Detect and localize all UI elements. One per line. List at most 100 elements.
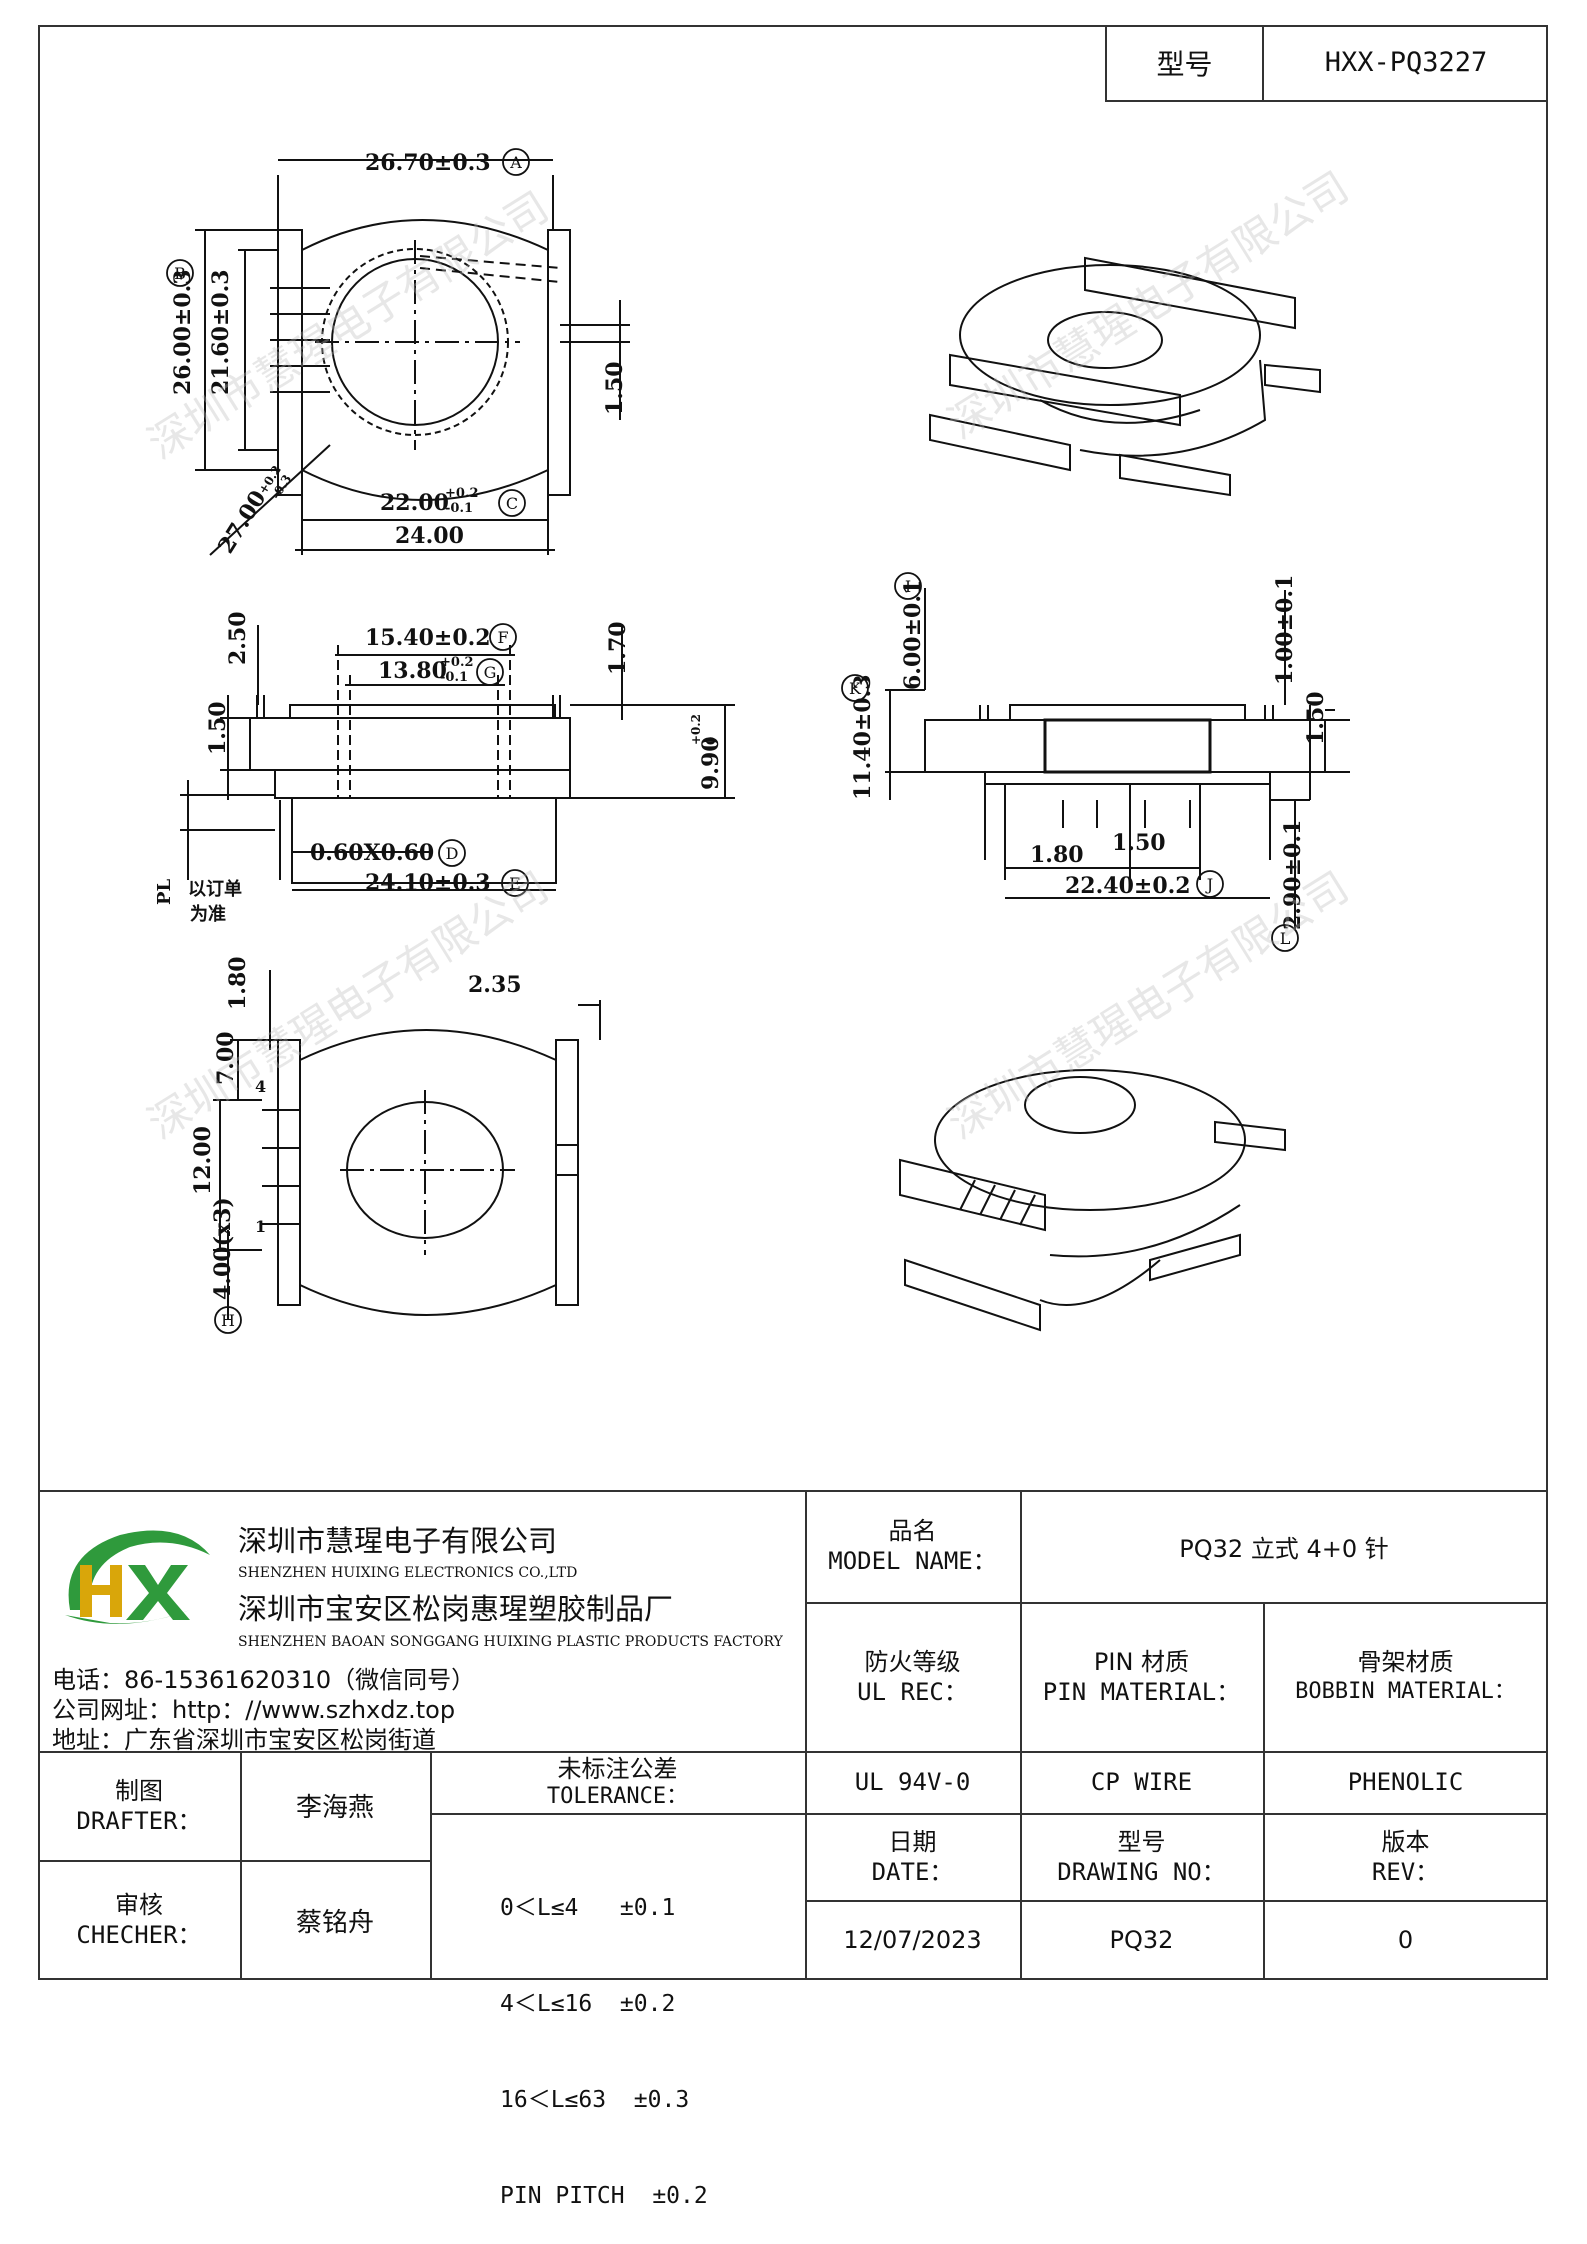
dim-h-tol-dn: 0 [704,737,718,745]
company-phone: 电话：86-15361620310（微信同号） [52,1666,476,1694]
date-label-cell: 日期 DATE： [805,1813,1020,1900]
dim-180-v: 1.80 [225,956,251,1010]
checker-en: CHECHER： [76,1921,202,1949]
drafter-name-cell: 李海燕 [240,1751,430,1860]
drawing-no-label-cell: 型号 DRAWING NO： [1020,1813,1263,1900]
front-view [213,970,601,1320]
dim-e: 24.10±0.3 [365,870,491,896]
dim-dia-base: 27.00 [213,486,272,558]
company-website: 公司网址：http：//www.szhxdz.top [52,1696,456,1724]
mark-h: H [221,1311,235,1330]
title-block-col-3 [1263,1602,1265,1980]
dim-pl: PL [154,878,175,905]
mark-j: J [1205,875,1213,894]
ul-en: UL REC： [857,1677,968,1706]
mark-c: C [506,494,518,513]
dim-f: 15.40±0.2 [365,625,491,651]
title-block-col-left-1 [240,1751,242,1980]
rev-value-cell: 0 [1263,1900,1548,1980]
model-name-cn: 品名 [888,1517,937,1545]
isometric-view-bottom [899,1069,1286,1332]
dim-g-tol-dn: -0.1 [440,670,468,685]
title-block-row-tol [430,1813,805,1815]
mark-d: D [446,844,459,863]
company-address: 地址：广东省深圳市宝安区松岗街道 [52,1726,436,1754]
mark-a: A [509,153,522,172]
bobbin-value: PHENOLIC [1347,1768,1464,1796]
rev-value: 0 [1397,1926,1414,1954]
date-value-cell: 12/07/2023 [805,1900,1020,1980]
drafter-en: DRAFTER： [76,1806,202,1835]
pin-label-cell: PIN 材质 PIN MATERIAL： [1020,1602,1263,1751]
dim-235: 2.35 [468,972,522,998]
isometric-view-top [929,256,1321,497]
type-label: 型号 [1156,47,1213,81]
date-cn: 日期 [888,1827,937,1856]
ul-value-cell: UL 94V-0 [805,1751,1020,1813]
drawing-no-value-cell: PQ32 [1020,1900,1263,1980]
mark-i: I [905,577,911,596]
title-block-row-2b [805,1602,1548,1604]
tolerance-en: TOLERANCE： [546,1784,689,1809]
top-view [195,159,630,556]
company-logo: HX [50,1515,215,1635]
side-view-left [180,625,735,891]
title-block-col-2 [1020,1490,1022,1980]
dim-a: 26.70±0.3 [365,150,491,176]
logo-letters: HX [50,1515,52,1516]
company-name-cn: 深圳市慧瑆电子有限公司 [238,1524,558,1558]
dim-c-tol-up: +0.2 [445,486,479,501]
mark-e: E [509,874,521,893]
dim-g-base: 13.80 [378,658,447,684]
dim-c-base: 22.00 [380,490,449,516]
mark-l: L [1280,929,1291,948]
pl-note-2: 为准 [190,903,226,925]
side-view-right [885,588,1350,930]
dim-b: 26.00±0.3 [170,269,196,395]
pin-1-label: 1 [255,1217,266,1236]
dim-d: 0.60X0.60 [310,840,434,866]
dim-150-h: 1.50 [1112,830,1166,856]
pin-value-cell: CP WIRE [1020,1751,1263,1813]
tolerance-cn: 未标注公差 [557,1755,678,1783]
pin-value: CP WIRE [1090,1768,1193,1796]
dim-24: 24.00 [395,523,464,549]
ul-label-cell: 防火等级 UL REC： [805,1602,1020,1751]
ul-value: UL 94V-0 [854,1768,971,1796]
dim-150-right: 1.50 [1303,691,1329,745]
mark-f: F [497,628,508,647]
type-label-cell: 型号 [1105,25,1262,102]
dim-j: 22.40±0.2 [1065,873,1191,899]
drafter-name: 李海燕 [295,1793,374,1823]
pin-cn: PIN 材质 [1093,1647,1190,1676]
pl-note-1: 以订单 [188,878,242,900]
tolerance-row: 0＜L≤4 ±0.1 [500,1895,676,1921]
rev-label-cell: 版本 REV： [1263,1813,1548,1900]
title-block-row-3 [805,1813,1548,1815]
dim-g-tol-up: +0.2 [440,655,474,670]
dim-k: 11.40±0.3 [850,674,876,800]
bobbin-en: BOBBIN MATERIAL： [1295,1678,1516,1704]
bobbin-cn: 骨架材质 [1357,1647,1454,1676]
title-block-top [38,1490,1548,1492]
type-value: HXX-PQ3227 [1324,47,1488,78]
checker-name: 蔡铭舟 [295,1907,374,1938]
bobbin-value-cell: PHENOLIC [1263,1751,1548,1813]
drawing-frame [38,25,1548,1980]
drawing-no-en: DRAWING NO： [1057,1857,1226,1886]
checker-cn: 审核 [115,1891,163,1919]
tolerance-row: 4＜L≤16 ±0.2 [500,1991,676,2017]
tolerance-list: 0＜L≤4 ±0.1 4＜L≤16 ±0.2 16＜L≤63 ±0.3 PIN … [500,1828,800,2244]
tolerance-row: PIN PITCH ±0.2 [500,2183,708,2209]
title-block-col-left-2 [430,1751,432,1980]
drawing-no-cn: 型号 [1117,1827,1166,1856]
rev-en: REV： [1371,1857,1440,1886]
factory-name-cn: 深圳市宝安区松岗惠瑆塑胶制品厂 [238,1592,674,1626]
dim-x3: 4.00(x3) [210,1197,236,1300]
title-block-col-main [805,1490,807,1980]
title-block-row-4 [805,1900,1548,1902]
type-value-cell: HXX-PQ3227 [1262,25,1548,102]
dim-h-base: 9.90 [698,736,724,790]
date-value: 12/07/2023 [843,1926,982,1954]
mark-g: G [484,663,497,682]
